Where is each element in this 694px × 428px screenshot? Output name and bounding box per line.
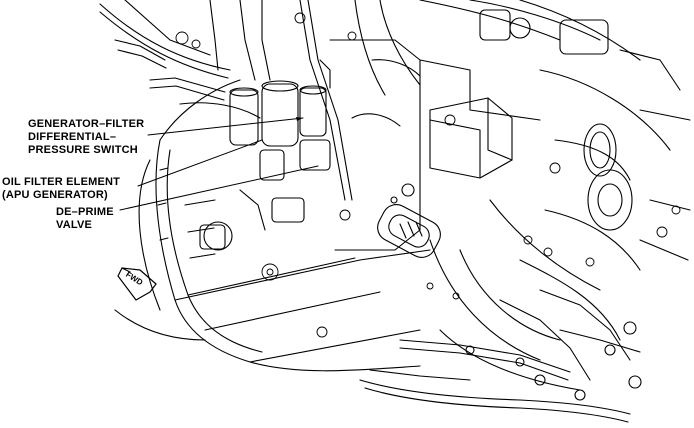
callout-line-1: GENERATOR–FILTER — [28, 118, 145, 130]
callout-line-2: DIFFERENTIAL– — [28, 131, 117, 143]
leader-lines — [119, 117, 319, 211]
casing-outline — [114, 79, 431, 372]
fwd-arrow-icon — [117, 267, 157, 301]
callout-line-1: OIL FILTER ELEMENT — [2, 176, 121, 188]
generator-filter-switch-callout: GENERATOR–FILTER DIFFERENTIAL– PRESSURE … — [28, 118, 144, 157]
fastener-details — [175, 12, 681, 338]
filter-assemblies — [199, 59, 331, 251]
callout-line-2: (APU GENERATOR) — [2, 189, 108, 201]
lower-tubing — [359, 289, 642, 423]
callout-line-1: DE–PRIME — [56, 206, 114, 218]
upper-tubing — [99, 0, 421, 201]
callout-line-2: VALVE — [56, 219, 93, 231]
oil-filter-element-callout: OIL FILTER ELEMENT (APU GENERATOR) — [2, 176, 120, 202]
de-prime-valve-body — [377, 204, 441, 258]
callout-line-3: PRESSURE SWITCH — [28, 144, 138, 156]
central-gearbox — [329, 39, 541, 251]
turbine-plenum — [419, 0, 691, 391]
de-prime-valve-callout: DE–PRIME VALVE — [56, 206, 114, 232]
